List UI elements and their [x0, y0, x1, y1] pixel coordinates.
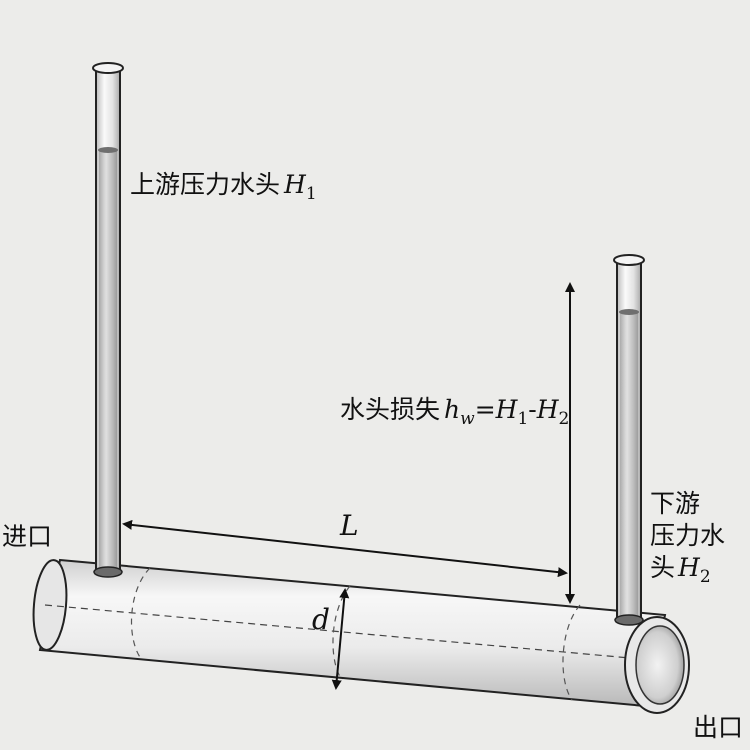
downstream-water-meniscus [619, 309, 639, 315]
upstream-water-column [99, 150, 117, 572]
length-label: L [340, 509, 359, 542]
length-arrow [122, 519, 568, 578]
pipe-outlet-opening [635, 625, 685, 705]
pipe [32, 558, 690, 714]
outlet-label: 出口 [693, 713, 744, 742]
cross-section-upstream [130, 567, 151, 661]
inlet-label: 进口 [2, 522, 53, 551]
cross-section-downstream [562, 604, 581, 701]
upstream-water-meniscus [98, 147, 118, 153]
diameter-label: d [312, 603, 330, 636]
downstream-water-column [620, 312, 638, 620]
upstream-piezometer-tube [92, 62, 124, 578]
diameter-arrow [331, 588, 350, 690]
downstream-piezometer-tube [613, 254, 645, 626]
